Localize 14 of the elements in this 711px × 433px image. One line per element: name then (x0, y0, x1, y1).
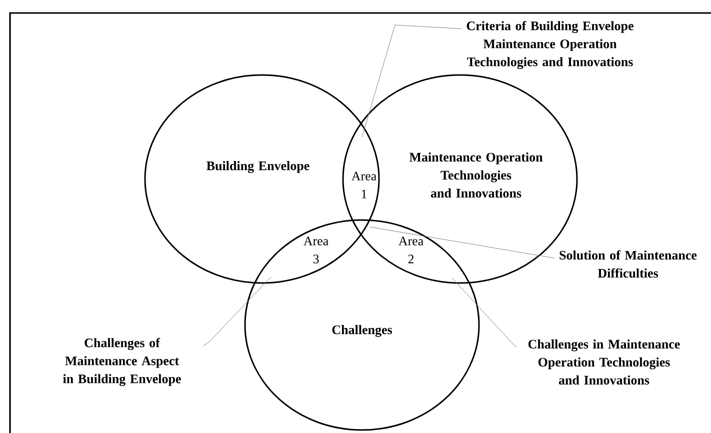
circle-label: Challenges (332, 325, 392, 337)
callout-text: Challenges of Maintenance Aspect in Building Envelope (63, 338, 181, 386)
callout-text: Challenges in Maintenance Operation Technologies and Innovations (528, 339, 680, 385)
area-label: Area 2 (398, 236, 424, 264)
leader-line (362, 24, 462, 138)
area-label: Area 3 (304, 236, 328, 264)
circle-label: Maintenance Operation Technologies and Innovations (409, 152, 543, 198)
leader-line (452, 278, 518, 348)
leader-line (202, 276, 272, 346)
area-label: Area 1 (352, 172, 376, 198)
callout-text: Criteria of Building Envelope Maintenance Operation Technologies and Innovations (466, 20, 634, 69)
callout-text: Solution of Maintenance Difficulties (560, 250, 697, 278)
circle-label: Building Envelope (206, 161, 310, 173)
leader-line (370, 226, 556, 258)
